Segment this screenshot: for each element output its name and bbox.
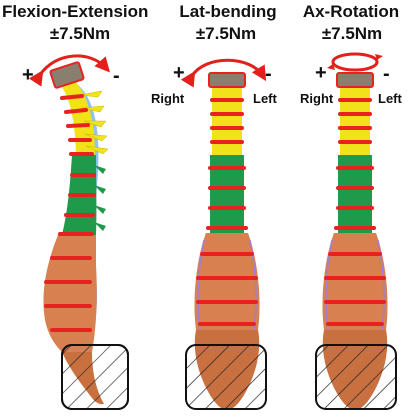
panel-title-ax-rotation: Ax-Rotation (302, 2, 400, 21)
side-label-right-rot: Right (300, 91, 334, 106)
moment-arrow-icon (331, 52, 379, 72)
loading-plate (336, 72, 374, 88)
minus-sign-rot: - (383, 63, 390, 85)
fixed-base-hatch-icon (315, 344, 397, 410)
lumbar-region (194, 233, 260, 330)
moment-arrow-icon (180, 58, 267, 88)
cervical-region (212, 85, 242, 155)
loading-plate (208, 72, 246, 88)
spine-frontal-view-lat (180, 58, 267, 410)
panel-title-lat-bending: Lat-bending (179, 2, 277, 21)
cervical-region (58, 82, 95, 155)
cervical-region (340, 85, 370, 155)
side-label-left-lat: Left (253, 91, 277, 106)
lumbar-region (43, 235, 97, 352)
moment-arrow-icon (28, 54, 110, 87)
plus-sign-rot: + (315, 62, 327, 84)
fixed-base-hatch-icon (185, 344, 267, 410)
spine-lateral-view (28, 54, 129, 410)
minus-sign-lat: - (265, 63, 272, 85)
side-label-right-lat: Right (151, 91, 185, 106)
side-label-left-rot: Left (378, 91, 402, 106)
plus-sign-flexion: + (22, 64, 34, 86)
panel-load-ax-rotation: ±7.5Nm (321, 24, 383, 43)
panel-load-lat-bending: ±7.5Nm (195, 24, 257, 43)
lumbar-region (322, 233, 388, 330)
minus-sign-flexion: - (113, 65, 120, 87)
plus-sign-lat: + (173, 62, 185, 84)
loading-plate (49, 61, 85, 89)
panel-load-flexion-extension: ±7.5Nm (49, 24, 111, 43)
fixed-base-hatch-icon (61, 344, 129, 410)
spine-frontal-view-rot (315, 52, 397, 410)
panel-title-flexion-extension: Flexion-Extension (2, 2, 149, 21)
